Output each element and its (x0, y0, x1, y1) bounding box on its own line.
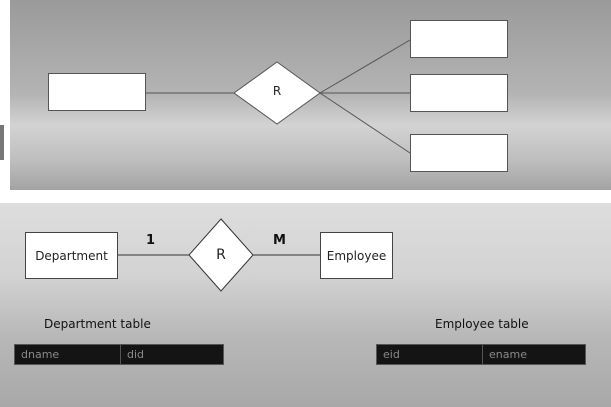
employee-table: eid ename (376, 344, 586, 365)
department-table-column-dname: dname (21, 348, 60, 361)
top-diagram-panel: R (10, 0, 611, 190)
top-connector-lines (146, 39, 411, 154)
bottom-relationship-label: R (216, 247, 226, 263)
bottom-relationship-diamond (188, 218, 254, 292)
employee-table-column-eid: eid (383, 348, 400, 361)
department-table: dname did (14, 344, 224, 365)
cardinality-left: 1 (146, 233, 156, 248)
top-relationship-label: R (272, 84, 282, 98)
department-entity: Department (25, 232, 118, 279)
bottom-connector-lines (118, 218, 320, 292)
top-entity-right-2 (410, 74, 508, 112)
bottom-diagram-panel: Department Employee R 1 M Department tab… (0, 203, 611, 407)
cardinality-right: M (273, 233, 286, 248)
left-edge-strip (0, 125, 4, 160)
department-table-column-did: did (120, 345, 223, 364)
department-table-title: Department table (44, 317, 151, 331)
top-entity-right-3 (410, 134, 508, 172)
top-entity-right-1 (410, 20, 508, 58)
employee-entity: Employee (320, 232, 393, 279)
top-entity-left (48, 73, 146, 111)
employee-table-column-ename: ename (482, 345, 585, 364)
top-relationship-diamond (233, 61, 321, 125)
employee-table-title: Employee table (435, 317, 529, 331)
